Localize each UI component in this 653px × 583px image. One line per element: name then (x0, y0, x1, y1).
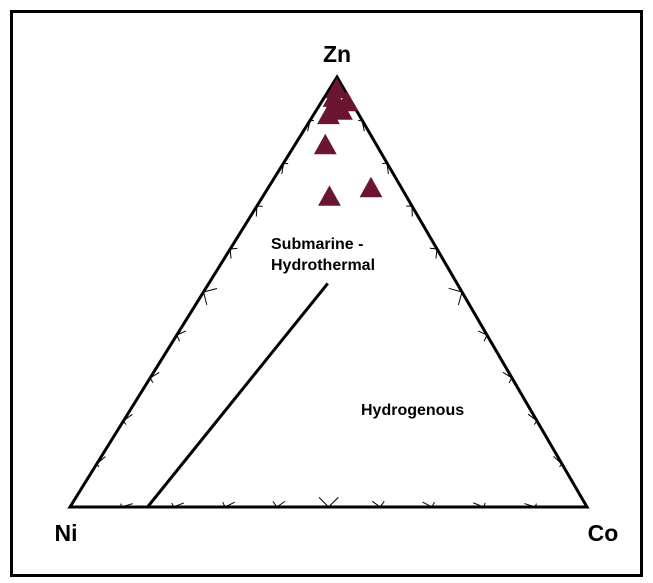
tick-left-edge-90 (307, 119, 315, 132)
tick-right-edge-20 (382, 162, 389, 175)
data-point-9 (359, 176, 383, 198)
data-point-6 (317, 103, 340, 125)
field-label-hydrothermal: Hydrothermal (271, 257, 375, 274)
tick-base-edge-80 (473, 502, 486, 508)
tick-right-edge-40 (429, 247, 438, 259)
tick-right-edge-80 (527, 413, 538, 425)
tick-right-edge-10 (358, 119, 365, 132)
tick-base-edge-60 (371, 500, 385, 508)
data-point-7 (313, 133, 337, 155)
tick-base-edge-90 (524, 503, 537, 508)
tick-marks (95, 119, 563, 508)
tick-left-edge-40 (176, 330, 187, 342)
tick-base-edge-40 (272, 500, 286, 508)
field-label-hydrogenous: Hydrogenous (361, 402, 464, 419)
apex-label-ni: Ni (55, 520, 78, 546)
tick-left-edge-80 (281, 162, 289, 175)
tick-right-edge-60 (477, 330, 488, 342)
tick-left-edge-30 (149, 372, 160, 383)
data-point-8 (318, 185, 341, 206)
apex-label-zn: Zn (323, 41, 351, 67)
apex-label-co: Co (588, 520, 619, 546)
tick-left-edge-70 (255, 205, 263, 217)
field-label-submarine: Submarine - (271, 236, 363, 253)
field-boundary-line (146, 282, 329, 508)
tick-base-edge-20 (171, 502, 185, 508)
tick-left-edge-50 (202, 288, 218, 305)
tick-base-edge-30 (222, 501, 235, 508)
tick-right-edge-90 (553, 456, 563, 468)
data-point-5 (330, 99, 353, 120)
tick-base-edge-70 (422, 501, 435, 508)
data-points (313, 77, 383, 206)
tick-left-edge-10 (95, 456, 106, 468)
tick-right-edge-50 (448, 287, 463, 306)
tick-right-edge-70 (502, 371, 513, 383)
tick-right-edge-30 (406, 205, 413, 217)
tick-left-edge-20 (122, 413, 133, 425)
tick-left-edge-60 (229, 247, 238, 259)
tick-base-edge-10 (120, 503, 133, 508)
tick-base-edge-50 (318, 497, 339, 508)
